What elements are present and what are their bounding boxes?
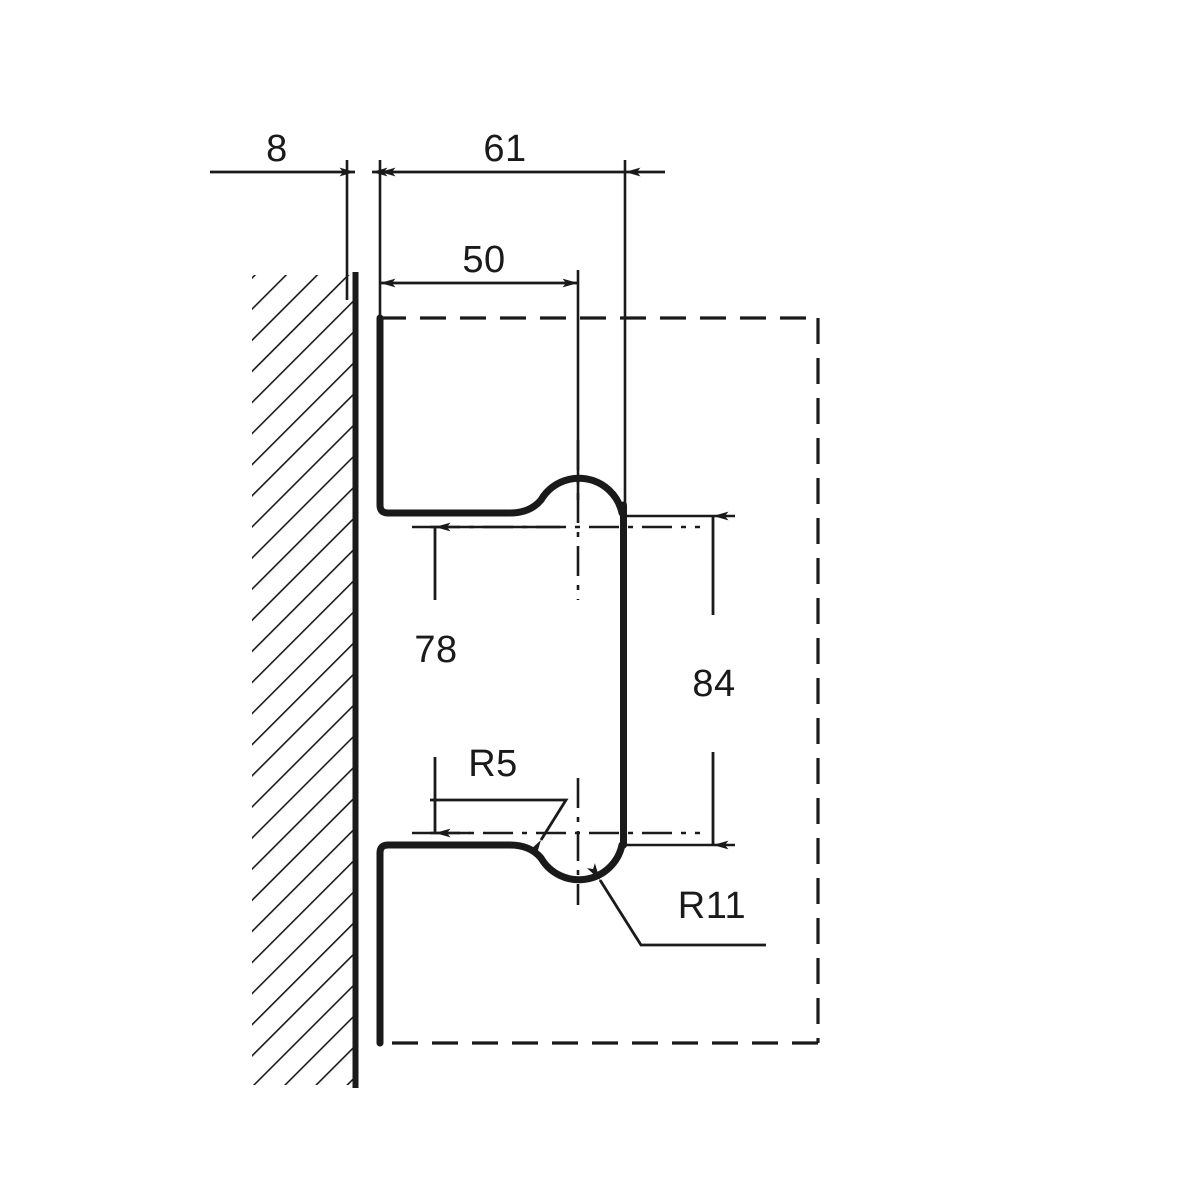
r11-label: R11 xyxy=(678,885,746,927)
dimension-50: 50 xyxy=(380,239,578,288)
dim-8-label: 8 xyxy=(266,128,288,170)
lower-arm-profile xyxy=(376,841,626,1047)
dimension-61: 61 xyxy=(380,128,665,177)
dim-84-label: 84 xyxy=(692,663,735,705)
hidden-envelope-outline xyxy=(380,316,820,1045)
dim-50-label: 50 xyxy=(462,239,505,281)
dim-78-label: 78 xyxy=(414,629,457,671)
wall-section xyxy=(252,272,359,1088)
r11-leader-line xyxy=(586,863,766,947)
dimension-84: 84 xyxy=(692,511,735,850)
part-profile xyxy=(376,314,627,1047)
r5-label: R5 xyxy=(468,743,518,785)
dim-61-label: 61 xyxy=(483,128,526,170)
upper-arm-profile xyxy=(376,314,626,517)
r5-leader-line xyxy=(430,798,569,857)
radius-callout-r5: R5 xyxy=(430,743,569,857)
dimension-78: 78 xyxy=(414,522,457,838)
radius-callout-r11: R11 xyxy=(586,863,766,947)
dimension-8: 8 xyxy=(210,128,393,177)
wall-hatch-fill xyxy=(252,275,355,1085)
